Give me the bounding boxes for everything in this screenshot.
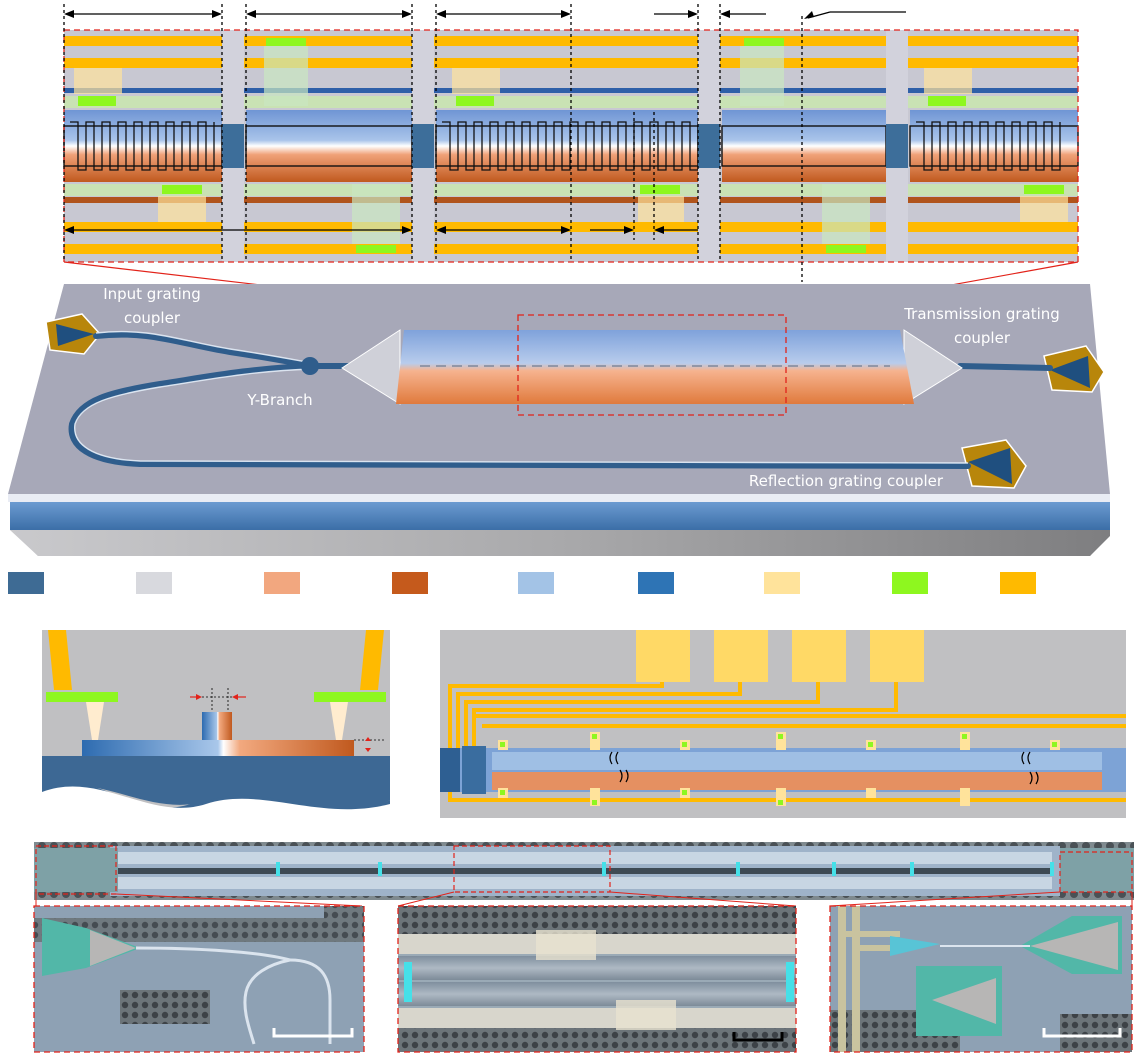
reflection-coupler-label: Reflection grating coupler	[749, 472, 944, 490]
legend-swatch-waveguide	[638, 572, 674, 594]
junction-block	[886, 124, 908, 168]
junction-block	[698, 124, 720, 168]
input-coupler-label-2: coupler	[124, 309, 181, 327]
input-coupler-label-1: Input grating	[103, 285, 201, 303]
micrograph-output-region	[830, 906, 1132, 1052]
junction-block	[412, 124, 434, 168]
y-branch-label: Y-Branch	[246, 391, 312, 409]
micrograph-phase-shifter	[398, 906, 796, 1052]
phase-shifter-segment-4	[722, 110, 886, 182]
phase-shifter-segment-3	[436, 110, 714, 182]
legend-swatch-n-doped	[392, 572, 428, 594]
phase-shifter-3d	[396, 330, 914, 404]
legend-swatch-via-light	[764, 572, 800, 594]
cross-section	[42, 630, 390, 818]
transmission-coupler-label-2: coupler	[954, 329, 1011, 347]
legend-swatch-p-doped	[264, 572, 300, 594]
legend-swatch-metal-orange	[1000, 572, 1036, 594]
micrograph-overview	[34, 842, 1134, 906]
legend-swatch-cladding-gray	[136, 572, 172, 594]
y-branch-junction	[301, 357, 319, 375]
micrograph-input-region	[34, 906, 364, 1052]
phase-shifter-segment-5	[910, 110, 1078, 182]
legend-swatch-substrate-blue	[8, 572, 44, 594]
phase-shifter-segment-2	[246, 110, 412, 182]
phase-shifter-segment-1	[64, 110, 222, 182]
junction-block	[222, 124, 244, 168]
electrode-layout	[440, 630, 1126, 818]
legend-swatch-contact-green	[892, 572, 928, 594]
transmission-coupler-label-1: Transmission grating	[903, 305, 1060, 323]
legend-swatch-rib-light	[518, 572, 554, 594]
chip-schematic: Input grating coupler Transmission grati…	[8, 262, 1110, 556]
legend	[8, 572, 1036, 594]
